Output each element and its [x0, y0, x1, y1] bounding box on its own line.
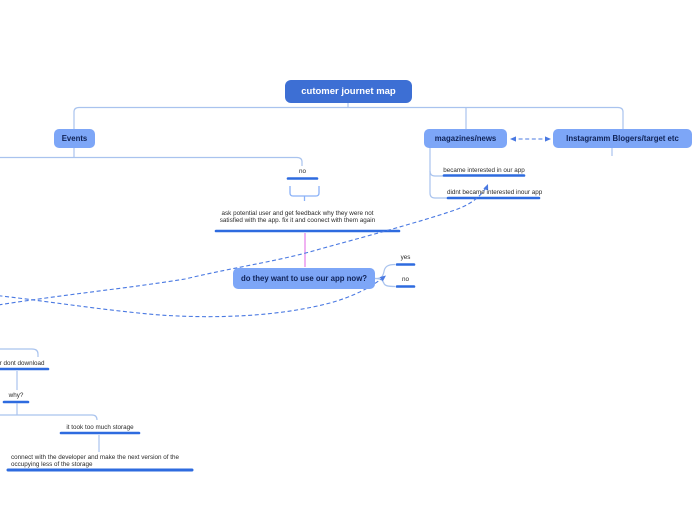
root-topic-customer-journey-map[interactable]: cutomer journet map: [285, 80, 412, 103]
topic-ask-feedback[interactable]: ask potential user and get feedback why …: [200, 210, 395, 224]
topic-why[interactable]: why?: [8, 392, 24, 399]
dashed-links: [0, 138, 549, 318]
topic-yes[interactable]: yes: [400, 254, 411, 261]
topic-didnt-become-interested[interactable]: didnt became interested inour app: [447, 188, 543, 196]
connect-developer-line2: occupying less of the storage: [11, 461, 93, 469]
topic-connect-with-developer[interactable]: connect with the developer and make the …: [11, 454, 196, 468]
ask-feedback-line1: ask potential user and get feedback why …: [221, 209, 374, 217]
connect-developer-line1: connect with the developer and make the …: [11, 454, 180, 461]
topic-too-much-storage[interactable]: it took too much storage: [66, 423, 134, 431]
ask-feedback-line2: satisfied with the app. fix it and coone…: [219, 217, 376, 224]
topic-dont-download[interactable]: user dont download: [0, 359, 45, 367]
summary-bracket-icon: [289, 186, 320, 201]
topic-question-use-app-now[interactable]: do they want to use our app now?: [233, 268, 375, 289]
topic-magazines-news[interactable]: magazines/news: [424, 129, 507, 148]
topic-events[interactable]: Events: [54, 128, 95, 148]
topic-became-interested[interactable]: became interested in our app: [443, 166, 525, 174]
topic-no-answer[interactable]: no: [401, 276, 409, 283]
topic-instagram-bloggers[interactable]: Instagramm Blogers/target etc: [553, 129, 692, 148]
topic-no-branch[interactable]: no: [298, 167, 306, 175]
